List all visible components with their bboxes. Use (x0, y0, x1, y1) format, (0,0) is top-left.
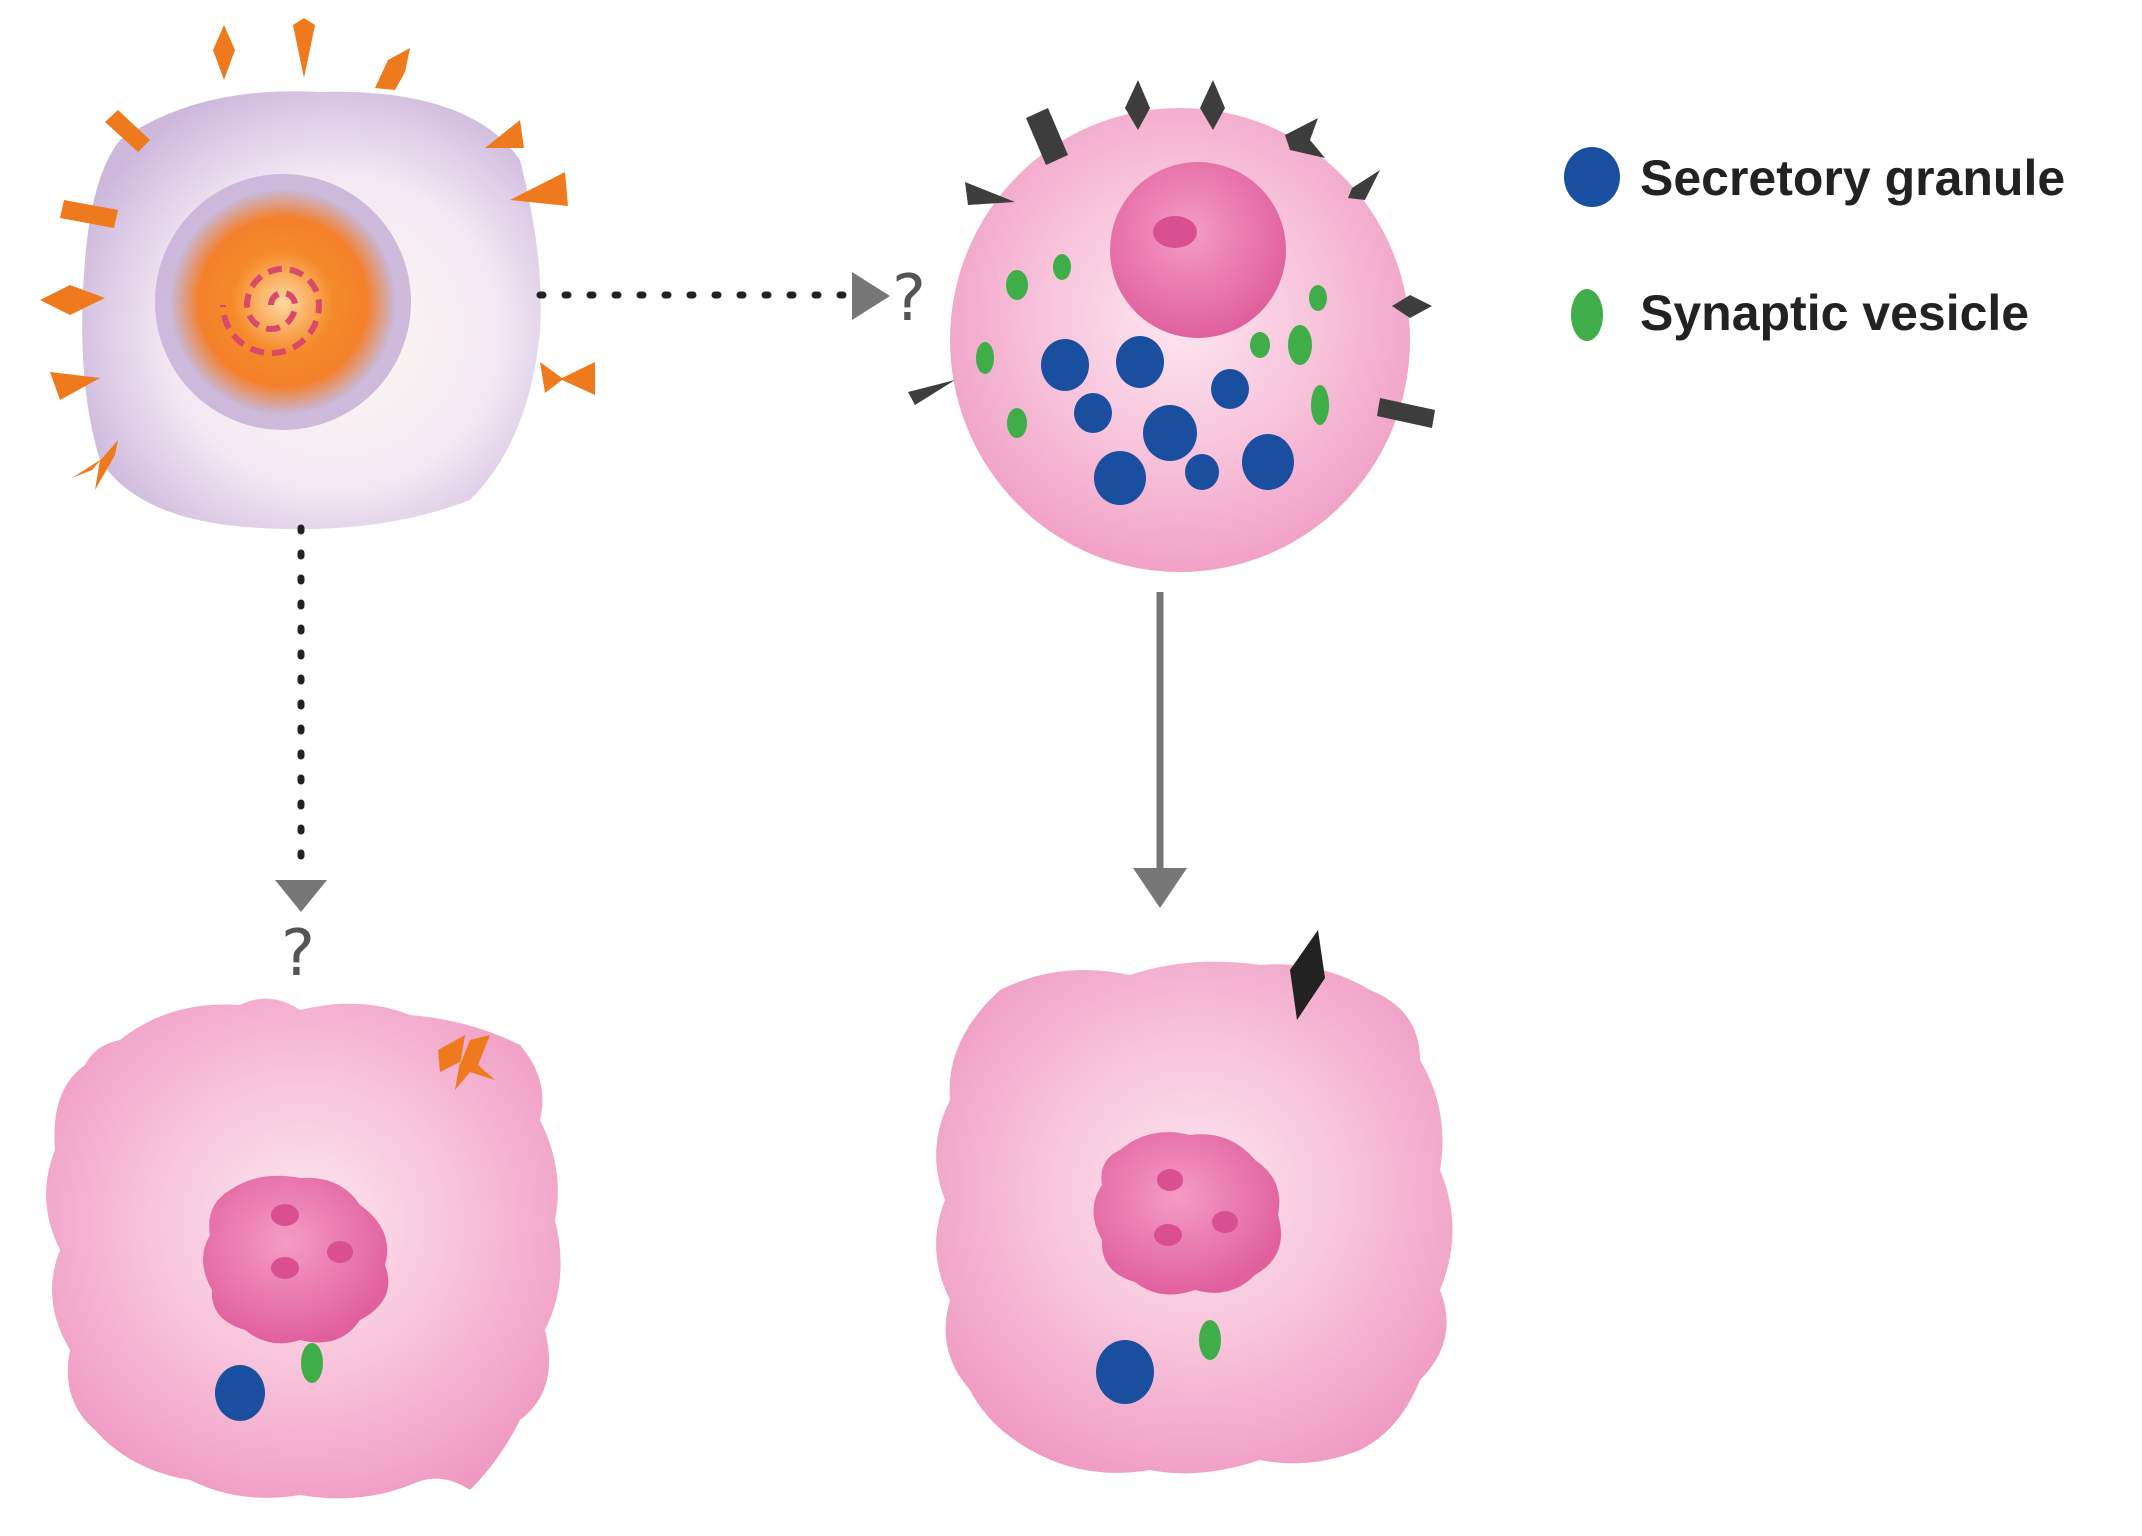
dark-receptor (1348, 170, 1380, 200)
dark-receptor (1200, 80, 1225, 130)
nucleolus (1153, 216, 1197, 248)
secretory-granule (1041, 339, 1089, 391)
dark-receptor (1392, 295, 1432, 318)
neuroendocrine-cell-nucleus (1110, 162, 1286, 338)
synaptic-vesicle (1006, 270, 1028, 300)
orange-receptor (72, 440, 118, 490)
synaptic-vesicle (1007, 408, 1027, 438)
question-mark-horizontal: ? (892, 262, 926, 336)
neuroendocrine-cell (908, 80, 1435, 572)
nucleolus (1212, 1211, 1238, 1233)
question-mark-vertical: ? (281, 917, 315, 991)
secretory-granule (215, 1365, 265, 1421)
secretory-granule (1242, 434, 1294, 490)
orange-receptor (60, 200, 118, 228)
synaptic-vesicle (301, 1343, 323, 1383)
nucleolus (271, 1257, 299, 1279)
stem-cell (40, 18, 595, 530)
dark-receptor (965, 182, 1015, 205)
legend-label-synaptic-vesicle: Synaptic vesicle (1640, 285, 2029, 341)
nucleolus (1154, 1224, 1182, 1246)
nucleolus (327, 1241, 353, 1263)
legend-item-secretory-granule: Secretory granule (1564, 147, 2065, 207)
synaptic-vesicles (976, 254, 1329, 438)
dark-receptor (1290, 930, 1325, 1020)
secretory-granule (1211, 369, 1249, 409)
orange-receptor (540, 362, 595, 395)
nucleolus (271, 1204, 299, 1226)
secretory-granule (1094, 451, 1146, 505)
legend: Secretory granule Synaptic vesicle (1564, 147, 2065, 341)
arrow-stem-to-left-cell: ? (275, 524, 327, 991)
dark-receptors (908, 80, 1435, 428)
secretory-granule (1185, 454, 1219, 490)
dark-receptor (1125, 80, 1150, 130)
derived-cell-right-nucleus (1093, 1132, 1282, 1295)
orange-receptor (40, 285, 105, 315)
secretory-granule (1096, 1340, 1154, 1404)
derived-cell-left (46, 998, 561, 1499)
orange-receptor (50, 372, 100, 400)
synaptic-vesicle (1309, 285, 1327, 311)
secretory-granule (1116, 336, 1164, 388)
arrowhead-down (275, 880, 327, 912)
orange-receptor (105, 110, 150, 152)
legend-green-ellipse-icon (1571, 289, 1603, 341)
dark-receptor (1285, 118, 1325, 158)
legend-item-synaptic-vesicle: Synaptic vesicle (1571, 285, 2029, 341)
synaptic-vesicle (976, 342, 994, 374)
neuroendocrine-cell-membrane (950, 108, 1410, 572)
synaptic-vesicle (1250, 332, 1270, 358)
synaptic-vesicle (1311, 385, 1329, 425)
derived-cell-right (936, 930, 1453, 1474)
secretory-granule (1143, 405, 1197, 461)
synaptic-vesicle (1199, 1320, 1221, 1360)
synaptic-vesicle (1053, 254, 1071, 280)
derived-cell-left-nucleus (202, 1175, 389, 1344)
orange-receptor (213, 25, 235, 80)
arrowhead-down (1133, 868, 1187, 908)
chromatin-spiral (220, 266, 323, 356)
orange-receptors (40, 18, 595, 490)
dark-receptor (1377, 398, 1435, 428)
synaptic-vesicle (1288, 325, 1312, 365)
legend-label-secretory-granule: Secretory granule (1640, 150, 2065, 206)
arrow-stem-to-neuroendocrine: ? (536, 262, 926, 336)
secretory-granules (1041, 336, 1294, 505)
stem-cell-nucleus (171, 190, 395, 414)
nucleolus (1157, 1169, 1183, 1191)
dark-receptor (908, 380, 955, 405)
orange-receptor (375, 48, 410, 90)
dark-receptor (1026, 108, 1068, 165)
orange-receptor (510, 172, 568, 206)
orange-receptor (438, 1035, 495, 1090)
orange-receptor (485, 120, 524, 148)
arrow-neuroendocrine-to-right-cell (1133, 592, 1187, 908)
orange-receptor (293, 18, 315, 78)
legend-blue-circle-icon (1564, 147, 1620, 207)
arrowhead-right (852, 272, 890, 320)
secretory-granule (1074, 393, 1112, 433)
